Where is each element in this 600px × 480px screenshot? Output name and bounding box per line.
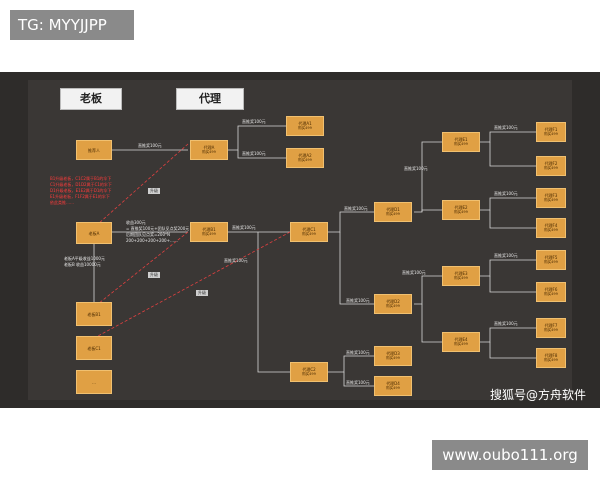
note-line: C1升级老板，D1D2属于C1的伞下 <box>50 182 112 187</box>
agent-header: 代理 <box>176 88 244 110</box>
url-tag: www.oubo111.org <box>432 440 588 470</box>
summary-line: 老板A平级收益1000元 <box>64 256 105 261</box>
upgrade-tag: 升级 <box>148 188 160 194</box>
edge-label: 直推奖100元 <box>494 191 518 196</box>
edge-label: 直推奖100元 <box>404 166 428 171</box>
note-line: 依此类推…… <box>50 200 74 205</box>
income-line: 200+200+200+200+…… <box>126 238 178 243</box>
boss-a-summary: 老板A平级收益1000元 老板B 收益10000元 <box>64 256 105 268</box>
node-boss-more: ... <box>76 370 112 394</box>
income-line: 后期团队见点奖=200*N <box>126 232 170 237</box>
edge-label: 直推奖100元 <box>138 143 162 148</box>
node-boss-b1: 老板B1 <box>76 302 112 326</box>
edge-label: 直推奖100元 <box>346 350 370 355</box>
summary-line: 老板B 收益10000元 <box>64 262 101 267</box>
diagram-canvas: 老板 代理 直推奖100元 直推奖100元 直推奖100元 直推奖100元 直推… <box>28 80 572 400</box>
edge-label: 直推奖100元 <box>242 119 266 124</box>
note-line: B1升级老板，C1C2属于B1的伞下 <box>50 176 112 181</box>
node-referrer-a: 推荐人 <box>76 140 112 160</box>
source-watermark: 搜狐号@方舟软件 <box>489 388 586 402</box>
edge-label: 直推奖100元 <box>242 151 266 156</box>
edge-label: 直推奖100元 <box>494 125 518 130</box>
edge-label: 直推奖100元 <box>232 225 256 230</box>
telegram-tag: TG: MYYJJPP <box>10 10 134 40</box>
note-line: D1升级老板，E1E2属于D1的伞下 <box>50 188 112 193</box>
income-line: 收益300元 <box>126 220 146 225</box>
edge-label: 直推奖100元 <box>344 206 368 211</box>
edge-label: 直推奖100元 <box>494 321 518 326</box>
node-boss-a: 老板A <box>76 222 112 244</box>
boss-a-income: 收益300元 = 直推奖100元+团队见点奖200元 后期团队见点奖=200*N… <box>126 220 189 244</box>
connector-lines <box>93 125 536 387</box>
upgrade-notes: B1升级老板，C1C2属于B1的伞下 C1升级老板，D1D2属于C1的伞下 D1… <box>50 176 126 206</box>
edge-label: 直推奖100元 <box>494 253 518 258</box>
upgrade-tag: 升级 <box>148 272 160 278</box>
edge-label: 直推奖100元 <box>224 258 248 263</box>
edge-label: 直推奖100元 <box>346 380 370 385</box>
edge-label: 直推奖100元 <box>346 298 370 303</box>
upgrade-tag: 升级 <box>196 290 208 296</box>
edge-label: 直推奖100元 <box>402 270 426 275</box>
income-line: = 直推奖100元+团队见点奖200元 <box>126 226 190 231</box>
node-boss-c1: 老板C1 <box>76 336 112 360</box>
note-line: E1升级老板，F1F2属于E1的伞下 <box>50 194 110 199</box>
boss-header: 老板 <box>60 88 122 110</box>
diagram-panel: 老板 代理 直推奖100元 直推奖100元 直推奖100元 直推奖100元 直推… <box>0 72 600 408</box>
